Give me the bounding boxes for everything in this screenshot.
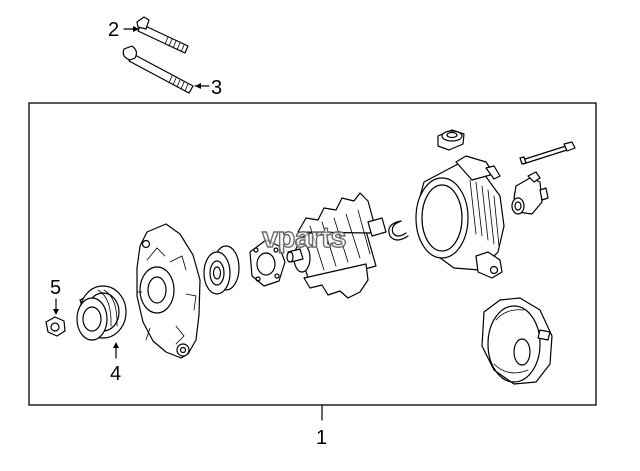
watermark-text: vparts [262, 222, 346, 254]
callout-label-5: 5 [50, 277, 61, 299]
callout-arrowhead-3 [195, 83, 201, 89]
callout-4[interactable]: 4 [110, 342, 121, 385]
watermark: vparts [261, 221, 347, 254]
pulley-nut-part[interactable] [45, 316, 66, 337]
drive-end-frame-part [136, 223, 201, 359]
front-bearing-part [203, 245, 240, 295]
callout-label-1: 1 [316, 427, 327, 449]
stator-housing-part [415, 155, 505, 279]
cap-part [437, 129, 465, 151]
bearing-retainer-plate-part [249, 239, 286, 287]
snap-ring-part [388, 220, 409, 241]
callout-arrowhead-4 [113, 342, 119, 348]
through-bolt-part [519, 141, 576, 165]
rotor-part [286, 192, 387, 299]
callout-arrowhead-2 [133, 26, 139, 32]
callout-2[interactable]: 2 [108, 19, 140, 41]
callout-1[interactable]: 1 [316, 404, 327, 449]
callout-arrowhead-5 [53, 309, 59, 315]
pulley-part[interactable] [76, 285, 127, 341]
callout-3[interactable]: 3 [194, 77, 222, 99]
bolt-part[interactable] [122, 45, 194, 94]
callout-label-4: 4 [110, 363, 121, 385]
regulator-connector-part [511, 171, 549, 215]
callout-label-2: 2 [108, 19, 119, 41]
rear-cover-part [481, 297, 553, 385]
callout-label-3: 3 [211, 77, 222, 99]
assembly-frame [28, 102, 597, 406]
long-bolt-part[interactable] [136, 16, 189, 54]
callout-5[interactable]: 5 [50, 277, 61, 315]
